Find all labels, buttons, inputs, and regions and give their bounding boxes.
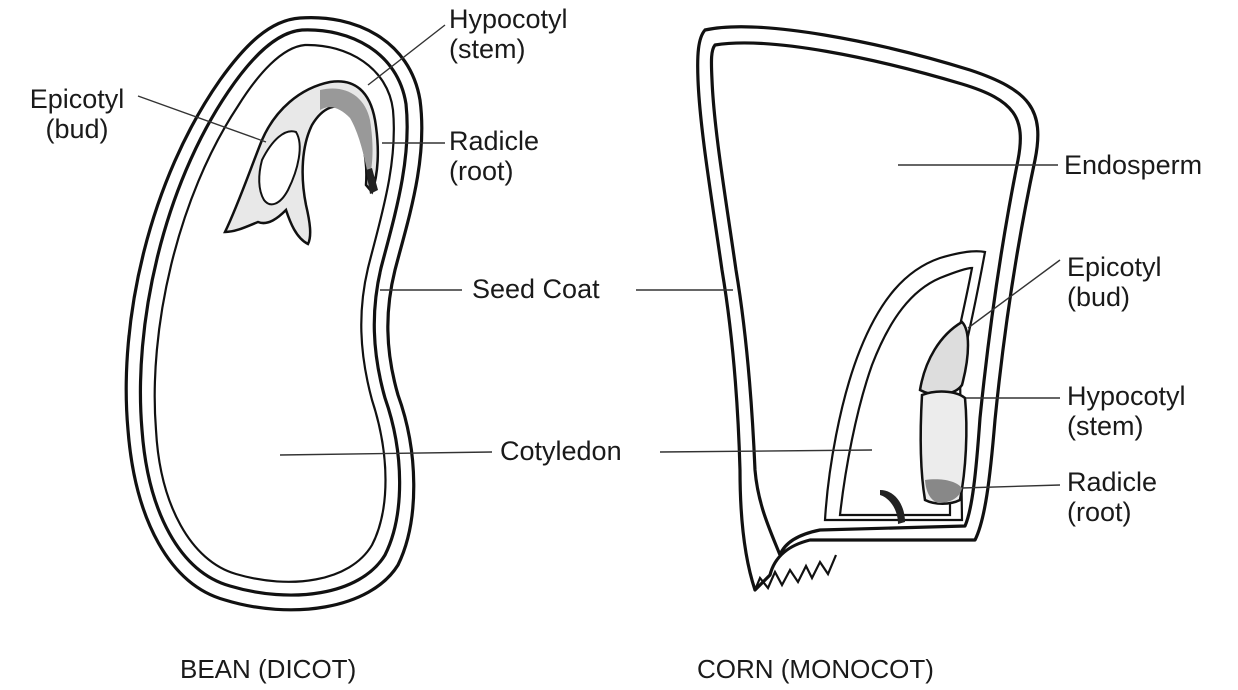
label-corn-epicotyl: Epicotyl (bud) (1067, 252, 1162, 312)
leader-corn-radicle (962, 485, 1060, 488)
label-bean-epicotyl: Epicotyl (bud) (14, 84, 140, 144)
corn-seed-coat-inner (711, 43, 1020, 555)
label-seed-coat: Seed Coat (472, 274, 600, 304)
bean-seed (126, 18, 422, 610)
label-endosperm: Endosperm (1064, 150, 1202, 180)
corn-seed (698, 27, 1038, 590)
label-corn-radicle: Radicle (root) (1067, 467, 1157, 527)
corn-epicotyl (920, 322, 968, 395)
label-corn-hypocotyl: Hypocotyl (stem) (1067, 381, 1186, 441)
leader-cotyledon-corn (660, 450, 872, 452)
label-cotyledon: Cotyledon (500, 436, 622, 466)
caption-bean: BEAN (DICOT) (180, 654, 356, 684)
label-bean-radicle: Radicle (root) (449, 126, 539, 186)
bean-seed-coat-outer (126, 18, 422, 610)
caption-corn: CORN (MONOCOT) (697, 654, 934, 684)
leader-cotyledon-bean (280, 452, 492, 455)
label-bean-hypocotyl: Hypocotyl (stem) (449, 4, 568, 64)
corn-seed-coat-outer (698, 27, 1038, 590)
corn-tip (755, 555, 836, 590)
